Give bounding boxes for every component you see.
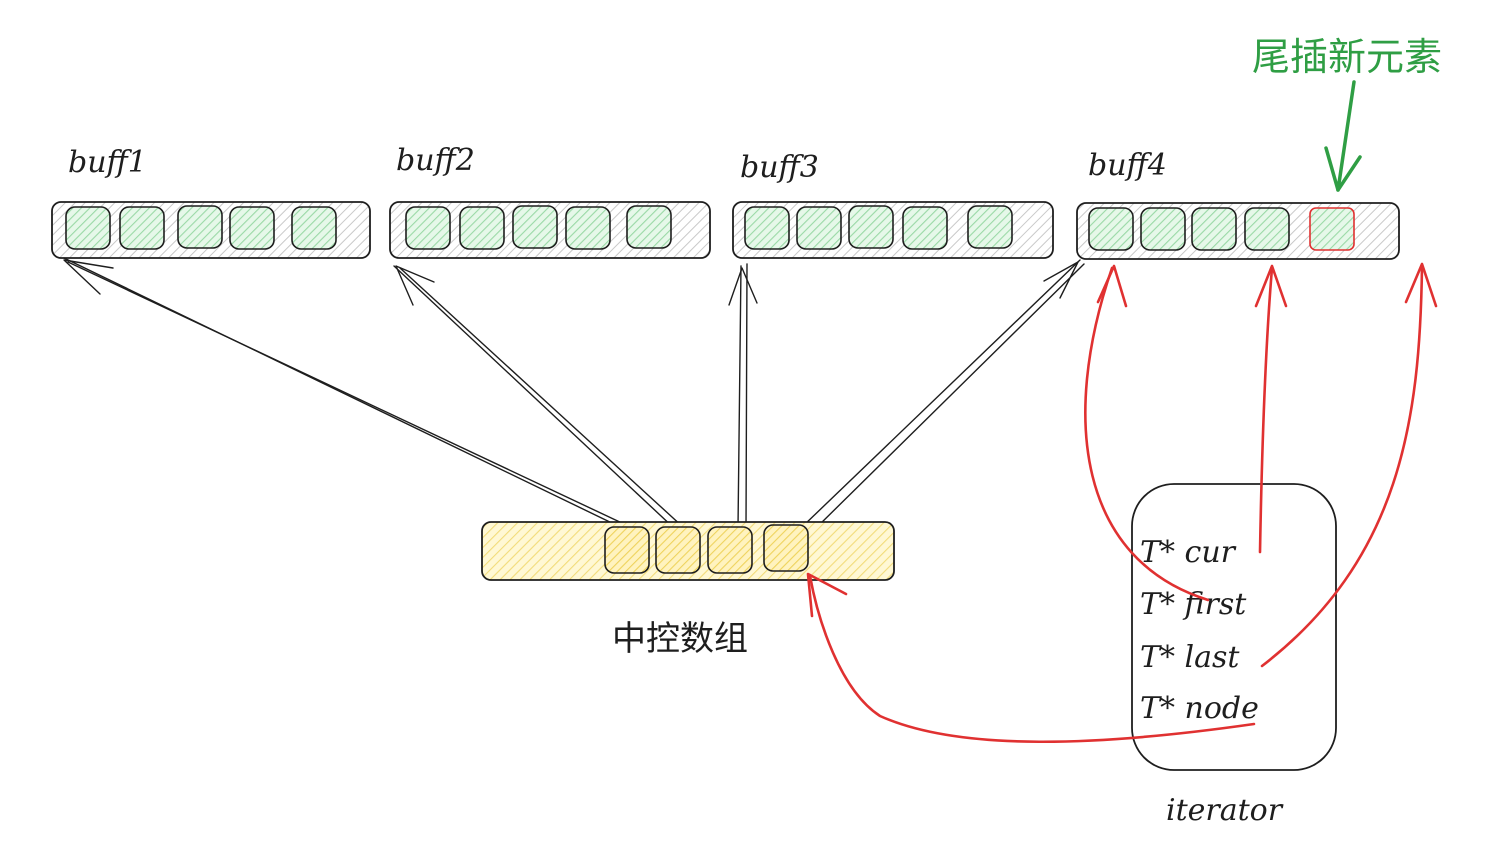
map-cell	[655, 526, 701, 574]
map-to-buffer-arrows	[63, 257, 1085, 531]
iterator-label: iterator	[1166, 793, 1284, 828]
buffer-cell	[902, 206, 948, 250]
buffer-cell	[1244, 207, 1290, 251]
buffer-cell	[405, 206, 451, 250]
arrow-to-buffer-2	[393, 265, 685, 531]
field-cur: T* cur	[1140, 535, 1237, 570]
last-pointer-arrow	[1260, 262, 1438, 668]
buffer-label: buff3	[740, 150, 819, 185]
buffer-cell	[177, 205, 223, 249]
annotation-text: 尾插新元素	[1252, 35, 1442, 79]
iterator: T* cur T* first T* last T* node iterator	[1131, 483, 1337, 828]
tail-insert-annotation: 尾插新元素	[1252, 35, 1442, 192]
buffer-label: buff1	[68, 145, 147, 180]
node-pointer-arrow	[806, 572, 1256, 744]
first-pointer-arrow	[1084, 264, 1210, 602]
buffer-label: buff4	[1088, 148, 1167, 183]
field-node: T* node	[1140, 691, 1259, 726]
arrow-to-buffer-1	[63, 257, 625, 526]
arrow-to-buffer-3	[728, 263, 758, 529]
buffer-cell	[65, 206, 111, 250]
buffer-3: buff3	[732, 150, 1054, 259]
buffer-4: buff4	[1076, 148, 1400, 260]
buffer-cell	[512, 205, 558, 249]
buffer-label: buff2	[396, 143, 475, 178]
map-cell	[707, 526, 753, 574]
buffer-cell	[291, 206, 337, 250]
arrow-to-buffer-4	[801, 259, 1085, 531]
map-label: 中控数组	[612, 619, 748, 659]
buffer-cell	[1191, 207, 1237, 251]
buffer-2: buff2	[389, 143, 711, 259]
map-cell	[604, 526, 650, 574]
iterator-pointer-arrows	[806, 262, 1438, 744]
buffer-cell	[1088, 207, 1134, 251]
field-last: T* last	[1140, 640, 1240, 675]
field-first: T* first	[1140, 587, 1247, 622]
annotation-arrow-head	[1324, 146, 1362, 192]
buffer-cell	[459, 206, 505, 250]
buffer-cell	[565, 206, 611, 250]
buffer-cell	[1140, 207, 1186, 251]
buffer-cell	[848, 205, 894, 249]
map-cell	[763, 524, 809, 572]
new-buffer-cell	[1309, 207, 1355, 251]
buffer-cell	[626, 205, 672, 249]
cur-pointer-arrow	[1254, 264, 1288, 554]
buffer-cell	[967, 205, 1013, 249]
buffer-cell	[229, 206, 275, 250]
buffer-1: buff1	[51, 145, 371, 259]
buffer-cell	[796, 206, 842, 250]
annotation-arrow-shaft	[1336, 80, 1356, 192]
buffer-cell	[119, 206, 165, 250]
iterator-box	[1131, 483, 1337, 771]
buffer-cell	[744, 206, 790, 250]
map-array: 中控数组	[481, 521, 895, 659]
